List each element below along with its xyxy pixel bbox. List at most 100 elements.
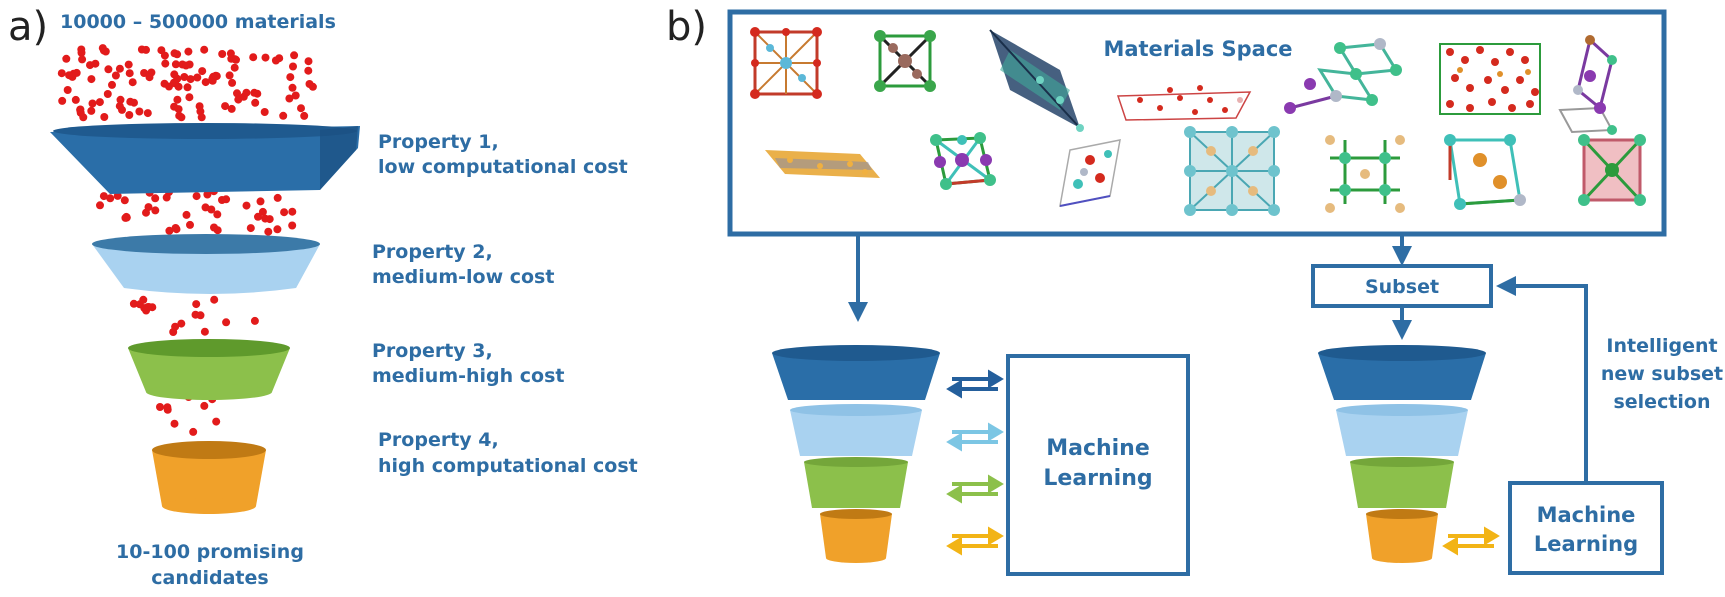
material-dot [96,201,104,210]
material-dot [142,45,150,54]
selection-label-line-3: selection [1613,391,1710,413]
material-dot [218,50,227,58]
material-dot [116,95,125,104]
material-dot [171,322,180,331]
material-dot [250,316,259,325]
material-dot [189,427,198,436]
material-dot [242,201,251,210]
panel-b-letter: b) [666,4,707,50]
material-dot [228,78,237,87]
materials-count-label: 10000 – 500000 materials [60,11,336,33]
material-dot [57,69,66,78]
funnel-a-tier-3 [128,339,290,400]
material-dot [144,203,153,212]
material-dot [193,73,202,82]
material-dot [88,99,97,108]
material-dot [63,86,72,94]
material-dot [156,403,164,411]
material-dot [211,71,220,80]
material-dot [256,197,265,206]
material-dot [254,212,262,221]
material-dot [210,295,219,304]
materials-space-label: Materials Space [1103,37,1292,61]
crystal-structure-12 [1325,135,1405,213]
material-dot [151,194,160,203]
material-dot [232,55,240,64]
funnel-a-tier-4 [152,441,266,514]
material-dot [197,113,206,122]
material-dots [57,44,317,436]
material-dot [200,45,209,54]
material-dot [95,98,104,107]
stage-3-title: Property 3, [372,340,493,362]
material-dot [135,107,144,116]
material-dot [288,207,297,216]
material-dot [198,67,207,76]
material-dot [200,327,209,336]
material-dot [174,82,183,91]
material-dot [171,60,180,69]
stage-3-cost: medium-high cost [372,365,565,387]
exchange-arrow-tier-2 [946,422,1004,452]
material-dot [186,75,195,84]
material-dot [249,53,258,62]
left-exchange-arrows [946,369,1004,556]
material-dot [288,221,297,230]
material-dot [271,56,280,65]
material-dot [286,73,295,82]
material-dot [233,89,241,98]
material-dot [157,46,166,55]
material-dot [186,220,194,229]
material-dot [304,66,313,75]
material-dot [115,64,124,73]
left-machine-learning-box [1006,354,1190,576]
material-dot [213,210,222,219]
material-dot [174,105,183,114]
material-dot [139,295,148,304]
material-dot [177,113,186,122]
material-dot [65,71,74,80]
material-dot [273,225,282,234]
crystal-structure-3 [989,29,1084,132]
material-dot [91,59,100,68]
exchange-arrow-tier-4 [946,526,1004,556]
material-dot [87,106,96,115]
material-dot [170,70,179,79]
crystal-structure-10 [1059,139,1121,207]
material-dot [151,206,160,215]
selection-label-line-1: Intelligent [1606,335,1717,357]
material-dot [106,194,115,203]
material-dot [185,93,194,102]
material-dot [125,111,134,119]
material-dot [76,105,85,114]
material-dot [113,191,122,200]
material-dot [108,80,116,89]
material-dot [162,193,171,202]
crystal-structure-1 [750,27,822,99]
crystal-structure-13 [1444,134,1526,210]
candidates-label-line-1: 10-100 promising [116,541,304,563]
crystal-structure-8 [765,150,880,178]
material-dot [104,65,113,74]
funnel-a-tier-1 [50,123,360,194]
material-dot [111,71,120,80]
material-dot [246,224,255,233]
crystal-structure-6 [1439,43,1541,115]
material-dot [203,190,212,199]
material-dot [280,208,289,217]
material-dot [163,403,172,412]
material-dot [145,73,154,82]
material-dot [191,310,200,319]
material-dot [201,203,210,212]
material-dot [171,224,180,232]
left-ml-label-line-1: Machine [1046,436,1150,461]
material-dot [285,94,294,103]
crystal-structure-7 [1558,35,1617,135]
crystal-structure-4 [1116,85,1252,121]
material-dot [242,88,251,97]
material-dot [170,419,179,428]
left-ml-label-line-2: Learning [1043,466,1152,491]
material-dot [264,227,273,236]
material-dot [279,111,288,120]
